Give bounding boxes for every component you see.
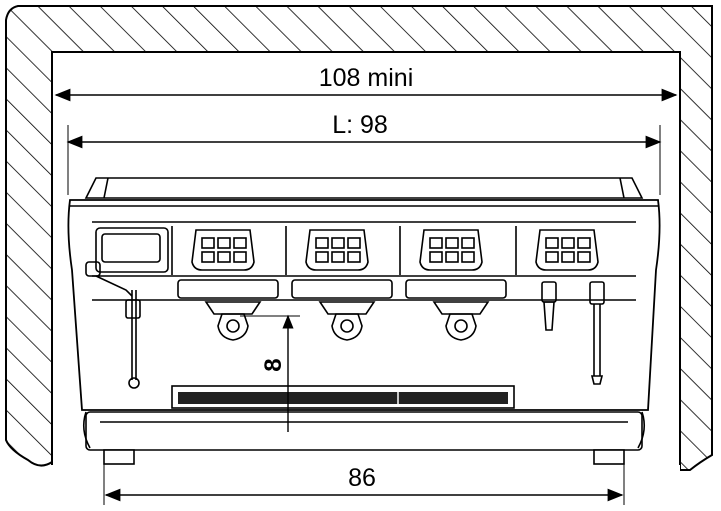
steam-wand-right	[589, 281, 605, 385]
hot-water-wand	[541, 281, 557, 331]
keypad-steam	[535, 229, 599, 271]
base-width-label: 86	[348, 464, 376, 492]
machine-width-label: L: 98	[332, 111, 388, 139]
espresso-machine	[67, 177, 661, 465]
dimension-machine-width: L: 98	[66, 111, 662, 195]
keypad-group-2	[305, 229, 369, 271]
dimension-niche-width: 108 mini	[54, 64, 678, 102]
portafilter-2	[318, 301, 376, 341]
niche-width-label: 108 mini	[319, 64, 414, 92]
portafilter-3	[432, 301, 490, 341]
portafilter-1	[204, 301, 262, 341]
dimension-base-width: 86	[103, 464, 625, 505]
steam-wand-left	[85, 261, 141, 389]
keypad-group-3	[419, 229, 483, 271]
keypad-group-1	[191, 229, 255, 271]
clearance-label: 8	[260, 358, 287, 371]
drip-tray	[171, 385, 515, 409]
dimension-clearance: 8	[240, 314, 300, 432]
